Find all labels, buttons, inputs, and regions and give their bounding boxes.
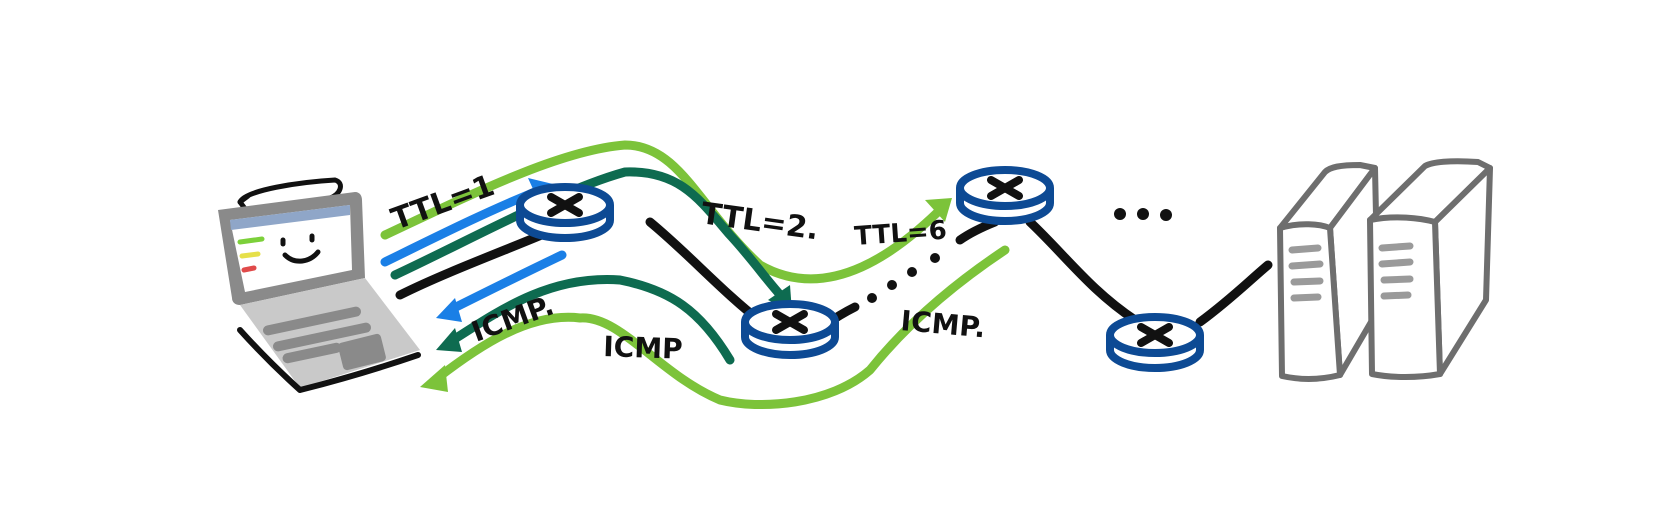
laptop-key bbox=[272, 322, 372, 352]
server-front-vents bbox=[1378, 242, 1414, 300]
server-vent bbox=[1378, 242, 1414, 252]
laptop-icon bbox=[218, 177, 421, 393]
router-icon bbox=[741, 300, 839, 359]
path-dot bbox=[867, 293, 877, 303]
server-front-top bbox=[1367, 158, 1493, 225]
server-vent bbox=[1380, 291, 1412, 300]
laptop-base-edge bbox=[237, 327, 421, 393]
laptop-screen bbox=[230, 205, 352, 292]
probe-ttl2-line bbox=[390, 167, 790, 305]
router-cross-mark bbox=[1137, 323, 1173, 347]
probe-ttl6-line bbox=[380, 140, 950, 284]
link-router3-router4 bbox=[1025, 217, 1140, 325]
probe-ttl6-arrowhead bbox=[925, 198, 952, 222]
router-icon bbox=[956, 166, 1054, 225]
icmp-return-green-line bbox=[430, 245, 1010, 410]
path-dot bbox=[887, 280, 897, 290]
server-vent bbox=[1288, 244, 1322, 254]
hop-dot bbox=[1114, 208, 1126, 220]
icmp-return-darkgreen-line bbox=[445, 275, 735, 365]
path-dot bbox=[930, 253, 940, 263]
icmp-return-green-arrowhead bbox=[420, 365, 448, 392]
label-ttl6: TTL=6 bbox=[853, 216, 947, 252]
server-back-top bbox=[1277, 162, 1378, 231]
server-vent bbox=[1380, 275, 1414, 284]
server-icon bbox=[1277, 158, 1493, 382]
laptop-antenna bbox=[237, 177, 343, 205]
laptop-screen-titlebar bbox=[230, 205, 350, 230]
laptop-key bbox=[262, 306, 362, 336]
link-router4-server bbox=[1195, 260, 1273, 327]
laptop-keys bbox=[262, 306, 386, 371]
path-dots bbox=[867, 253, 940, 303]
hop-dot bbox=[1160, 209, 1172, 221]
icmp-return-blue-arrowhead bbox=[436, 298, 462, 322]
laptop-screen-bar-green bbox=[237, 236, 265, 245]
router-icon bbox=[516, 183, 614, 242]
icmp-return-darkgreen-arrowhead bbox=[436, 328, 462, 352]
path-dot bbox=[907, 267, 917, 277]
server-vent bbox=[1378, 258, 1414, 268]
label-ttl2: TTL=2. bbox=[699, 196, 821, 247]
hop-ellipsis bbox=[1114, 208, 1172, 221]
label-icmp-green: ICMP. bbox=[899, 304, 986, 344]
laptop-key bbox=[282, 342, 342, 364]
label-ttl1: TTL=1 bbox=[387, 168, 499, 237]
laptop-trackpad bbox=[338, 333, 386, 371]
hop-dot bbox=[1137, 208, 1149, 220]
server-vent bbox=[1290, 293, 1322, 302]
link-path-router3 bbox=[955, 217, 1000, 245]
router-cross-mark bbox=[547, 193, 583, 217]
icmp-return-blue-line bbox=[445, 250, 567, 315]
laptop-screen-bar-yellow bbox=[239, 251, 261, 259]
router-cross-mark bbox=[772, 310, 808, 334]
router-icon bbox=[1106, 313, 1204, 372]
server-vent bbox=[1290, 277, 1324, 286]
probe-ttl6 bbox=[380, 140, 1010, 410]
router-cross-mark bbox=[987, 176, 1023, 200]
label-icmp-darkgreen: ICMP bbox=[603, 330, 683, 366]
server-vent bbox=[1288, 260, 1324, 270]
laptop-screen-bar-red bbox=[241, 265, 257, 273]
server-back-vents bbox=[1288, 244, 1324, 302]
laptop-face-smile bbox=[282, 249, 321, 264]
